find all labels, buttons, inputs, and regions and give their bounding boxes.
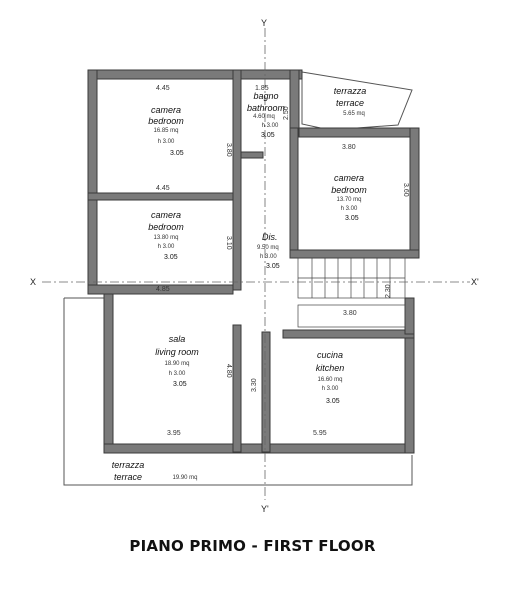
wall-b1-b2 (87, 192, 237, 201)
room-kitchen: cucina kitchen 16.60 mq h 3.00 3.05 (316, 350, 345, 405)
dim-living-bottom: 3.95 (167, 430, 181, 437)
wall-east-bath (289, 69, 300, 138)
staircase (297, 257, 406, 328)
dim-stair-bottom: 3.80 (343, 310, 357, 317)
dim-b3-top: 3.80 (342, 144, 356, 151)
axis-x-right-label: X' (471, 277, 479, 287)
dim-living-side: 4.80 (225, 364, 232, 378)
room-name-it: camera (151, 105, 181, 115)
room-area: 9.50 mq (257, 245, 279, 251)
wall-west-upper (87, 69, 98, 295)
room-height: h 3.00 (158, 244, 175, 250)
room-name-it: terrazza (334, 86, 367, 96)
room-name-en: bedroom (148, 222, 184, 232)
wall-north-b3 (289, 127, 420, 138)
room-area: 18.90 mq (164, 361, 189, 367)
wall-living-hall (232, 324, 242, 453)
room-area: 16.60 mq (317, 377, 342, 383)
section-axes: Y Y' X X' (30, 18, 479, 514)
room-area: 5.65 mq (343, 111, 365, 117)
room-name-it: bagno (253, 91, 278, 101)
room-area: 4.60 mq (253, 114, 275, 120)
room-level: 3.05 (173, 381, 187, 388)
wall-north-left (87, 69, 249, 80)
room-name-it: camera (151, 210, 181, 220)
room-name-en: kitchen (316, 363, 345, 373)
dim-kitchen-bottom: 5.95 (313, 430, 327, 437)
dim-b2-bottom: 4.85 (156, 286, 170, 293)
room-level: 3.05 (326, 398, 340, 405)
dimension-labels: 4.45 1.85 2.50 3.80 4.45 3.80 3.60 3.10 … (156, 85, 409, 437)
room-name-en: terrace (336, 98, 364, 108)
dim-b1-bottom: 4.45 (156, 185, 170, 192)
room-hall: Dis. 9.50 mq h 3.00 3.05 (257, 232, 280, 270)
dim-b1-top: 4.45 (156, 85, 170, 92)
room-height: h 3.00 (341, 206, 358, 212)
room-name-en: bedroom (148, 116, 184, 126)
room-level: 3.05 (170, 150, 184, 157)
dim-hall-side: 3.30 (251, 378, 258, 392)
room-height: h 3.00 (169, 371, 186, 377)
axis-y-bottom-label: Y' (261, 504, 269, 514)
room-height: h 3.00 (262, 123, 279, 129)
axis-y-top-label: Y (261, 18, 267, 28)
room-bedroom-3: camera bedroom 13.70 mq h 3.00 3.05 (331, 173, 367, 222)
wall-b1-hall (232, 69, 242, 291)
terrace-bottom-outline (63, 297, 413, 486)
dim-bath-top: 1.85 (255, 85, 269, 92)
room-name-it: terrazza (112, 460, 145, 470)
dim-b3-side: 3.60 (402, 183, 409, 197)
room-level: 3.05 (266, 263, 280, 270)
wall-west-lower (103, 293, 114, 453)
room-name-en: bedroom (331, 185, 367, 195)
wall-b3-bottom (289, 249, 420, 259)
wall-east-b3 (409, 127, 420, 259)
room-area: 13.80 mq (153, 235, 178, 241)
wall-hall-kitchen (261, 331, 271, 453)
room-name-it: Dis. (262, 232, 278, 242)
room-level: 3.05 (164, 254, 178, 261)
room-name-en: bathroom (247, 103, 286, 113)
room-area: 16.85 mq (153, 128, 178, 134)
wall-bath-bottom (240, 151, 264, 159)
wall-kitchen-top (282, 329, 415, 339)
wall-south (103, 443, 415, 454)
room-level: 3.05 (261, 132, 275, 139)
room-name-it: cucina (317, 350, 343, 360)
room-name-en: terrace (114, 472, 142, 482)
room-name-en: living room (155, 347, 199, 357)
room-bedroom-2: camera bedroom 13.80 mq h 3.00 3.05 (148, 210, 184, 261)
dim-stair-side: 2.30 (385, 284, 392, 298)
room-bathroom: bagno bathroom 4.60 mq h 3.00 3.05 (247, 91, 286, 139)
dim-b1-side: 3.80 (225, 143, 232, 157)
room-area: 13.70 mq (336, 197, 361, 203)
dim-b2-side: 3.10 (225, 236, 232, 250)
room-height: h 3.00 (158, 139, 175, 145)
room-terrace-bottom: terrazza terrace 19.90 mq (112, 460, 198, 482)
axis-x-left-label: X (30, 277, 36, 287)
room-level: 3.05 (345, 215, 359, 222)
room-terrace-top: terrazza terrace 5.65 mq (334, 86, 367, 117)
room-name-it: camera (334, 173, 364, 183)
floor-caption: PIANO PRIMO - FIRST FLOOR (129, 537, 376, 555)
room-living: sala living room 18.90 mq h 3.00 3.05 (155, 334, 199, 388)
wall-stair-east (404, 297, 415, 335)
walls (87, 69, 420, 454)
room-name-it: sala (169, 334, 186, 344)
room-height: h 3.00 (322, 386, 339, 392)
wall-hall-b3 (289, 127, 299, 259)
room-area: 19.90 mq (172, 475, 197, 481)
room-height: h 3.00 (260, 254, 277, 260)
room-bedroom-1: camera bedroom 16.85 mq h 3.00 3.05 (148, 105, 184, 157)
dim-bath-side: 2.50 (283, 106, 290, 120)
